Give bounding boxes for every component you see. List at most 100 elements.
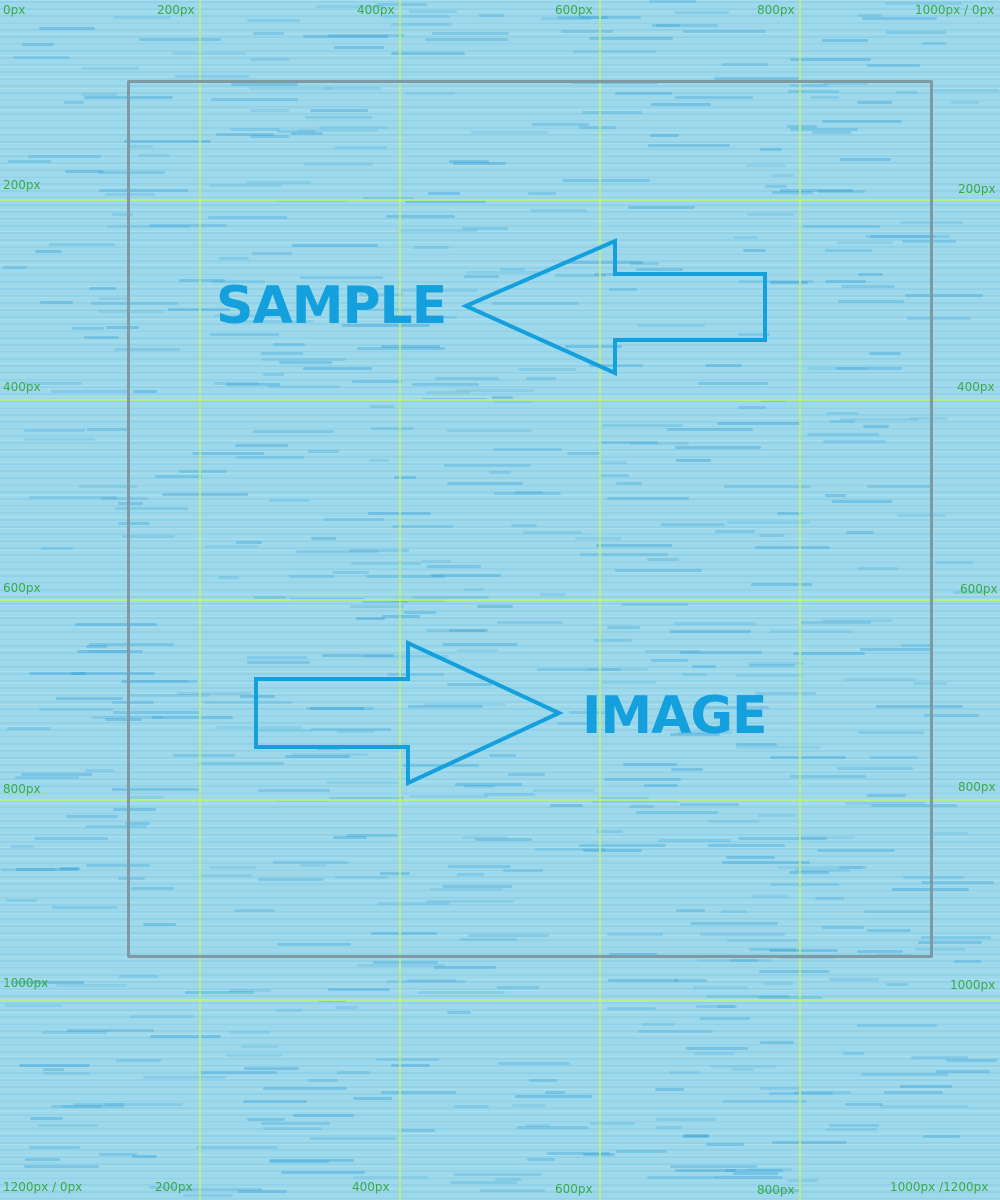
grid-label-left: 400px (3, 380, 41, 394)
texture-streak (704, 706, 769, 709)
texture-streak (455, 783, 522, 786)
texture-streak (637, 324, 705, 327)
texture-streak (132, 1155, 157, 1158)
texture-streak (453, 162, 506, 165)
texture-streak (218, 576, 239, 579)
grid-label-top: 400px (357, 3, 395, 17)
texture-streak (244, 1067, 299, 1070)
texture-streak (428, 192, 460, 195)
grid-label-top: 200px (157, 3, 195, 17)
texture-streak (863, 425, 889, 428)
texture-streak (480, 1189, 545, 1192)
texture-streak (607, 626, 640, 629)
texture-streak (89, 643, 174, 646)
texture-streak (292, 753, 368, 756)
texture-streak (311, 537, 336, 540)
texture-streak (49, 243, 115, 246)
texture-streak (527, 1158, 555, 1161)
texture-streak (471, 131, 548, 134)
texture-streak (149, 224, 227, 227)
texture-streak (607, 1007, 656, 1010)
texture-streak (860, 648, 933, 651)
texture-streak (693, 986, 748, 989)
texture-streak (795, 869, 850, 872)
texture-streak (748, 662, 804, 665)
texture-streak (310, 707, 364, 710)
texture-streak (179, 279, 225, 282)
texture-streak (822, 39, 868, 42)
texture-streak (391, 1064, 430, 1067)
texture-streak (822, 120, 902, 123)
texture-streak (199, 1071, 277, 1074)
texture-streak (457, 649, 498, 652)
texture-streak (208, 216, 287, 219)
texture-streak (233, 320, 314, 323)
texture-streak (717, 422, 801, 425)
texture-streak (406, 92, 455, 95)
texture-streak (263, 373, 284, 376)
texture-streak (7, 727, 51, 730)
texture-streak (515, 1095, 592, 1098)
texture-streak (839, 866, 867, 869)
texture-streak (29, 496, 117, 499)
texture-streak (337, 730, 374, 733)
texture-streak (311, 728, 391, 731)
texture-streak (755, 692, 816, 695)
texture-streak (106, 326, 139, 329)
texture-streak (56, 984, 127, 987)
texture-streak (306, 707, 374, 710)
texture-streak (234, 909, 275, 912)
texture-streak (350, 605, 404, 608)
texture-streak (921, 936, 991, 939)
texture-streak (658, 839, 731, 842)
texture-streak (676, 909, 705, 912)
grid-label-bottom: 400px (352, 1180, 390, 1194)
texture-streak (155, 475, 202, 478)
texture-streak (258, 789, 330, 792)
texture-streak (24, 429, 85, 432)
texture-streak (550, 804, 583, 807)
texture-streak (680, 803, 739, 806)
texture-streak (545, 1091, 565, 1094)
texture-streak (749, 664, 795, 667)
texture-streak (579, 844, 666, 847)
grid-label-right: 1000px (950, 978, 996, 992)
texture-streak (590, 1122, 635, 1125)
texture-streak (130, 1015, 194, 1018)
texture-streak (793, 652, 865, 655)
texture-streak (235, 444, 288, 447)
texture-streak (495, 1178, 522, 1181)
texture-streak (669, 1071, 700, 1074)
texture-streak (670, 1165, 757, 1168)
texture-streak (675, 96, 753, 99)
texture-streak (387, 673, 444, 676)
texture-streak (692, 665, 716, 668)
texture-streak (840, 158, 891, 161)
texture-streak (858, 273, 883, 276)
texture-streak (432, 32, 509, 35)
texture-streak (65, 170, 104, 173)
texture-streak (609, 953, 657, 956)
texture-streak (85, 769, 114, 772)
texture-streak (869, 352, 901, 355)
texture-streak (599, 474, 629, 477)
texture-streak (118, 502, 143, 505)
texture-streak (675, 1169, 736, 1172)
texture-streak (565, 345, 622, 348)
texture-streak (143, 1076, 226, 1079)
texture-streak (801, 621, 871, 624)
texture-streak (113, 808, 156, 811)
texture-streak (77, 650, 143, 653)
texture-streak (555, 274, 606, 277)
texture-streak (788, 90, 839, 93)
texture-streak (275, 1009, 302, 1012)
texture-streak (907, 317, 971, 320)
texture-streak (99, 1153, 137, 1156)
texture-streak (935, 561, 973, 564)
texture-streak (299, 864, 327, 867)
texture-streak (421, 560, 451, 563)
texture-streak (604, 778, 681, 781)
texture-streak (790, 84, 828, 87)
texture-streak (262, 358, 346, 361)
texture-streak (498, 1062, 570, 1065)
